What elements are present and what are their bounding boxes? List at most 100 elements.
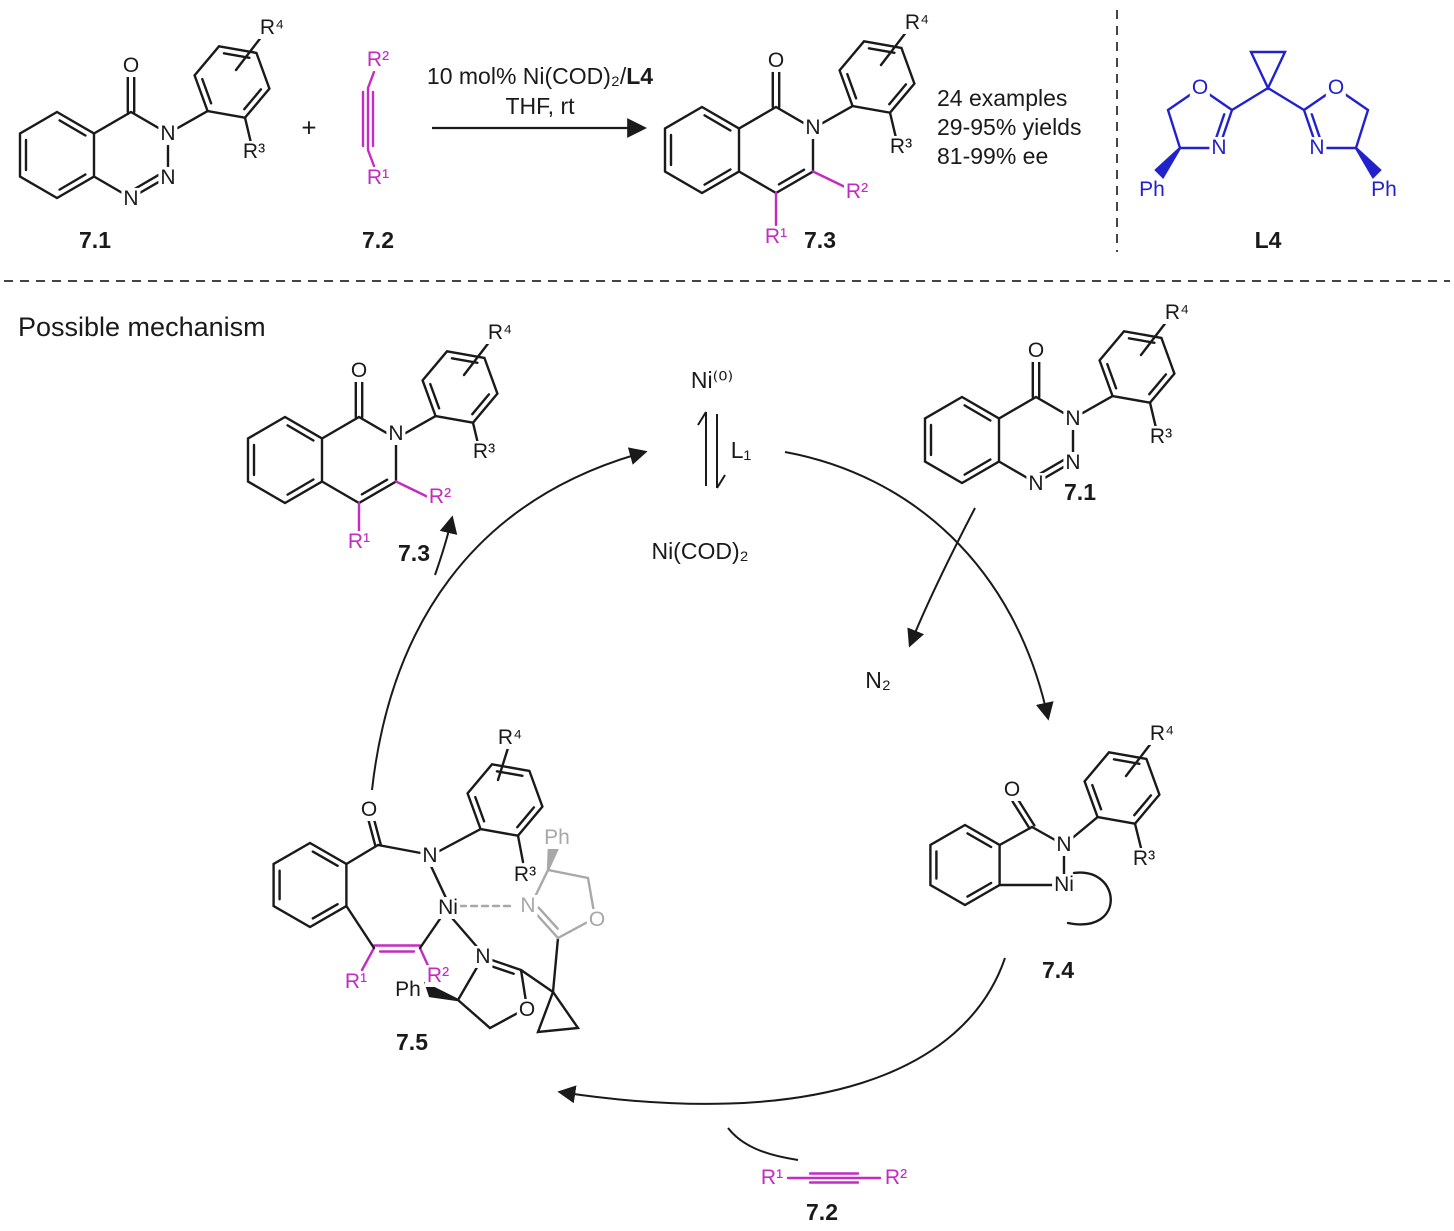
r-group-R1: R¹ xyxy=(758,1165,786,1190)
r-group-R4: R⁴ xyxy=(257,15,287,40)
atom-label-N: N xyxy=(1063,450,1083,475)
r-group-R2: R² xyxy=(424,963,452,988)
section-title: Possible mechanism xyxy=(16,311,268,342)
n2-label: N₂ xyxy=(863,666,893,693)
result-ee: 81-99% ee xyxy=(935,142,1051,169)
cycle-arrow-to-7-4 xyxy=(784,451,1054,721)
r-group-R1: R¹ xyxy=(762,224,790,249)
atom-label-O: O xyxy=(516,997,538,1022)
cod-ligand-arc xyxy=(1066,871,1112,926)
compound-label-7-2: 7.2 xyxy=(360,226,396,253)
structure-7-4 xyxy=(929,740,1161,926)
structure-7-3-scheme xyxy=(663,29,916,195)
atom-label-N: N xyxy=(158,121,178,146)
structure-7-1-scheme xyxy=(18,34,271,200)
reaction-conditions-line2: THF, rt xyxy=(503,92,577,119)
atom-label-N: N xyxy=(386,421,406,446)
r-group-R4: R⁴ xyxy=(902,10,932,35)
cycle-arrow-to-ni0 xyxy=(371,447,648,791)
atom-label-O: O xyxy=(1189,75,1211,100)
section-dividers xyxy=(4,10,1450,282)
ligand-L4-structure xyxy=(1154,50,1382,179)
compound-label-7-2: 7.2 xyxy=(804,1198,840,1225)
phenyl-label: Ph xyxy=(1369,177,1399,202)
magenta-structures xyxy=(357,70,882,1184)
r-group-R3: R³ xyxy=(511,862,539,887)
r-group-R3: R³ xyxy=(1130,846,1158,871)
r-group-R1: R¹ xyxy=(364,165,392,190)
atom-label-O: O xyxy=(358,797,380,822)
phenyl-label: Ph xyxy=(393,977,423,1002)
arrow-7-2-entry xyxy=(727,1127,799,1161)
cycle-arrow-to-7-5 xyxy=(557,957,1006,1105)
r-group-R1: R¹ xyxy=(345,529,373,554)
ligand-label-L4: L4 xyxy=(1252,226,1284,253)
r-group-R2: R² xyxy=(364,47,392,72)
r-group-R4: R⁴ xyxy=(485,320,515,345)
compound-label-7-5: 7.5 xyxy=(394,1028,430,1055)
r-group-R4: R⁴ xyxy=(1147,721,1177,746)
phenyl-label: Ph xyxy=(542,825,572,850)
atom-label-N: N xyxy=(420,843,440,868)
r-group-R2: R² xyxy=(882,1165,910,1190)
l1-label: L₁ xyxy=(728,436,754,463)
atom-label-O: O xyxy=(348,358,370,383)
r-group-R1: R¹ xyxy=(342,969,370,994)
r-group-R3: R³ xyxy=(470,439,498,464)
compound-label-7-1: 7.1 xyxy=(1062,478,1098,505)
structure-7-2-mechanism xyxy=(786,1172,882,1184)
phenyl-label: Ph xyxy=(1137,177,1167,202)
r-group-R4: R⁴ xyxy=(1162,300,1192,325)
atom-label-O: O xyxy=(765,48,787,73)
atom-label-O: O xyxy=(120,53,142,78)
cyclopropane-ring xyxy=(536,989,581,1034)
atom-label-N: N xyxy=(158,165,178,190)
atom-label-N: N xyxy=(1054,832,1074,857)
atom-label-N: N xyxy=(1307,135,1327,160)
atom-label-N: N xyxy=(1209,135,1229,160)
mechanism-arrows xyxy=(371,411,1054,1161)
result-yields: 29-95% yields xyxy=(935,113,1084,140)
atom-label-O: O xyxy=(1001,777,1023,802)
r-group-R3: R³ xyxy=(1147,424,1175,449)
arrow-product-release xyxy=(434,515,458,576)
atom-label-N: N xyxy=(1063,406,1083,431)
atom-label-N: N xyxy=(121,186,141,211)
r-group-R4: R⁴ xyxy=(495,725,525,750)
equilibrium-arrow-up xyxy=(697,411,707,486)
structure-7-2-scheme xyxy=(361,70,376,168)
r-group-R2: R² xyxy=(843,179,871,204)
structure-7-3-mechanism xyxy=(246,339,499,505)
atom-label-Ni: Ni xyxy=(1052,872,1076,897)
atom-label-N: N xyxy=(473,944,493,969)
result-examples: 24 examples xyxy=(935,84,1070,111)
compound-label-7-4: 7.4 xyxy=(1040,956,1076,983)
compound-label-7-1: 7.1 xyxy=(77,226,113,253)
r-group-R3: R³ xyxy=(887,134,915,159)
r-group-R2: R² xyxy=(426,484,454,509)
arrow-7-1-entry-n2-release xyxy=(907,507,976,648)
atom-label-Ni: Ni xyxy=(436,895,460,920)
wedge-bond xyxy=(423,981,459,1002)
conditions-catalyst: 10 mol% Ni(COD)₂/ xyxy=(426,62,627,89)
compound-label-7-3: 7.3 xyxy=(396,539,432,566)
structure-7-1-mechanism xyxy=(923,319,1176,485)
conditions-ligand: L4 xyxy=(626,62,654,89)
structure-7-5-gray-oxazoline xyxy=(458,843,597,940)
reaction-conditions-line1: 10 mol% Ni(COD)₂/L4 xyxy=(424,62,656,89)
nicod2-label: Ni(COD)₂ xyxy=(649,537,751,564)
atom-label-O: O xyxy=(586,907,608,932)
atom-label-O: O xyxy=(1325,75,1347,100)
atom-label-N: N xyxy=(1026,471,1046,496)
plus-sign: + xyxy=(299,112,319,143)
atom-label-N: N xyxy=(518,893,538,918)
compound-label-7-3: 7.3 xyxy=(802,226,838,253)
equilibrium-arrow-down xyxy=(716,414,726,489)
atom-label-N: N xyxy=(803,115,823,140)
structure-7-5 xyxy=(272,746,581,1034)
structure-7-5-vinyl xyxy=(360,944,432,972)
atom-label-O: O xyxy=(1025,338,1047,363)
ni0-label: Ni⁽⁰⁾ xyxy=(688,366,736,393)
